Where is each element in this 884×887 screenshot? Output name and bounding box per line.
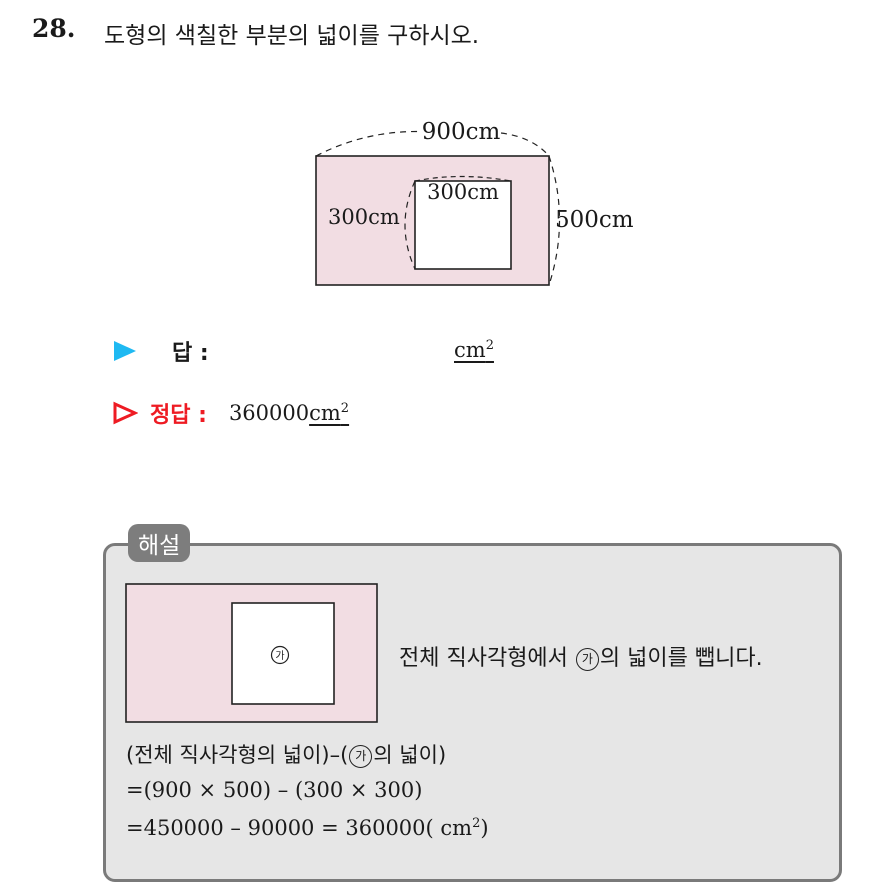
problem-figure: 900cm 500cm 300cm 300cm [315, 116, 634, 286]
play-outline-icon [113, 401, 138, 425]
answer-label: 답 : [172, 341, 209, 366]
inner-width-arc [414, 175, 512, 182]
correct-answer-unit-exp: 2 [340, 401, 350, 416]
width-arc [315, 130, 550, 157]
ga-circle: 가 [349, 745, 373, 768]
solution-desc-post: 의 넓이를 뺍니다. [599, 646, 763, 671]
solution-circle-label: 가 [275, 650, 284, 662]
inner-square [414, 180, 512, 270]
solution-line-3: =450000 – 90000 = 360000( cm2) [126, 816, 489, 840]
correct-answer-unit-text: cm [309, 401, 341, 425]
solution-line-1-post: 의 넓이) [373, 743, 447, 767]
answer-row: 답 : [112, 334, 209, 368]
correct-answer-unit: cm2 [309, 401, 349, 425]
ga-circle-icon [270, 645, 290, 665]
correct-answer-row: 정답 : 360000 cm2 [112, 396, 349, 430]
solution-line-3-exp: 2 [472, 816, 481, 831]
solution-line-1-pre: (전체 직사각형의 넓이)–( [126, 743, 349, 767]
play-icon [114, 341, 136, 361]
answer-unit[interactable]: cm2 [454, 338, 494, 362]
correct-answer-value: 360000 [228, 401, 310, 425]
width-label: 900cm [422, 119, 501, 145]
height-arc [548, 155, 561, 286]
ga-circle: 가 [575, 647, 599, 671]
question-number: 28. [32, 14, 76, 43]
solution-line-3-post: ) [480, 816, 489, 840]
answer-unit-text: cm [454, 338, 486, 362]
answer-unit-exp: 2 [485, 338, 494, 353]
inner-height-label: 300cm [328, 205, 400, 229]
solution-line-2: =(900 × 500) – (300 × 300) [126, 778, 423, 802]
solution-line-3-pre: =450000 – 90000 = 360000( cm [126, 816, 473, 840]
correct-answer-label: 정답 : [150, 403, 207, 428]
height-label: 500cm [555, 207, 634, 233]
solution-inner-square [231, 602, 335, 705]
question-text: 도형의 색칠한 부분의 넓이를 구하시오. [104, 23, 480, 49]
solution-desc-pre: 전체 직사각형에서 [399, 646, 575, 671]
inner-width-label: 300cm [427, 180, 499, 204]
solution-figure: 가 [125, 583, 378, 723]
inner-height-arc [404, 180, 416, 270]
solution-tag: 해설 [128, 524, 191, 562]
